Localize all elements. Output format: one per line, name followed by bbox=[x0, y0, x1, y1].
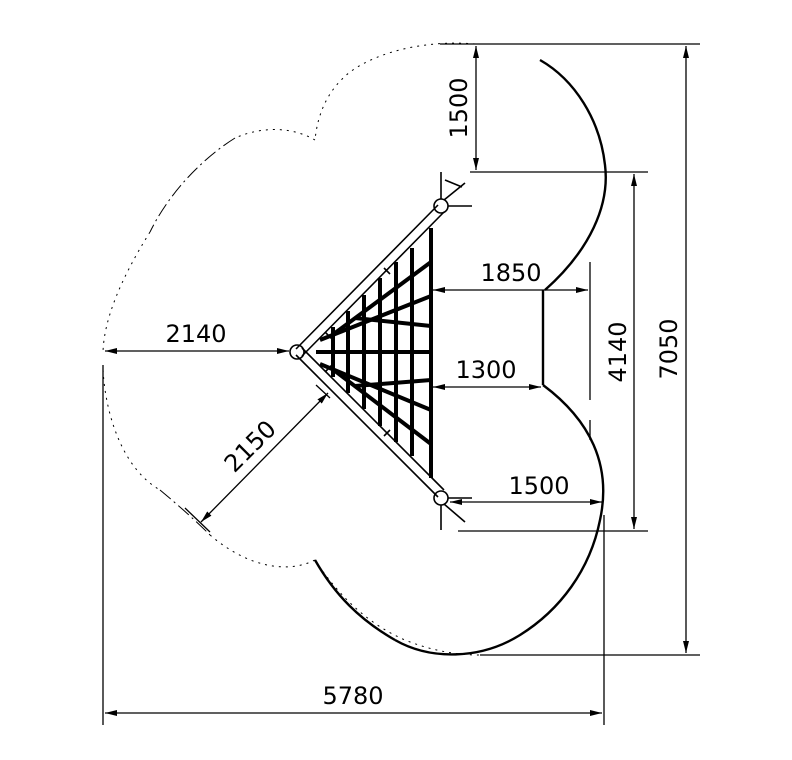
dim-overall-depth: 7050 bbox=[655, 318, 683, 379]
post-left bbox=[289, 344, 305, 360]
dim-overall-width: 5780 bbox=[322, 682, 383, 710]
safety-zone-dashed-outline bbox=[102, 42, 481, 656]
dim-diagonal-clearance: 2150 bbox=[219, 415, 282, 478]
dim-bottom-right: 1500 bbox=[508, 472, 569, 500]
post-top bbox=[433, 172, 472, 214]
dim-line-diagonal-clearance bbox=[200, 392, 329, 523]
extension-lines bbox=[102, 43, 700, 725]
dim-right-lower: 1300 bbox=[455, 356, 516, 384]
dim-net-span: 4140 bbox=[604, 321, 632, 382]
dimension-lines bbox=[105, 46, 689, 716]
climbing-net bbox=[316, 228, 433, 478]
dim-right-upper: 1850 bbox=[480, 259, 541, 287]
dim-left-clearance: 2140 bbox=[165, 320, 226, 348]
dim-top-offset: 1500 bbox=[445, 77, 473, 138]
safety-zone-solid-outline bbox=[313, 58, 607, 656]
post-bottom bbox=[433, 490, 472, 530]
